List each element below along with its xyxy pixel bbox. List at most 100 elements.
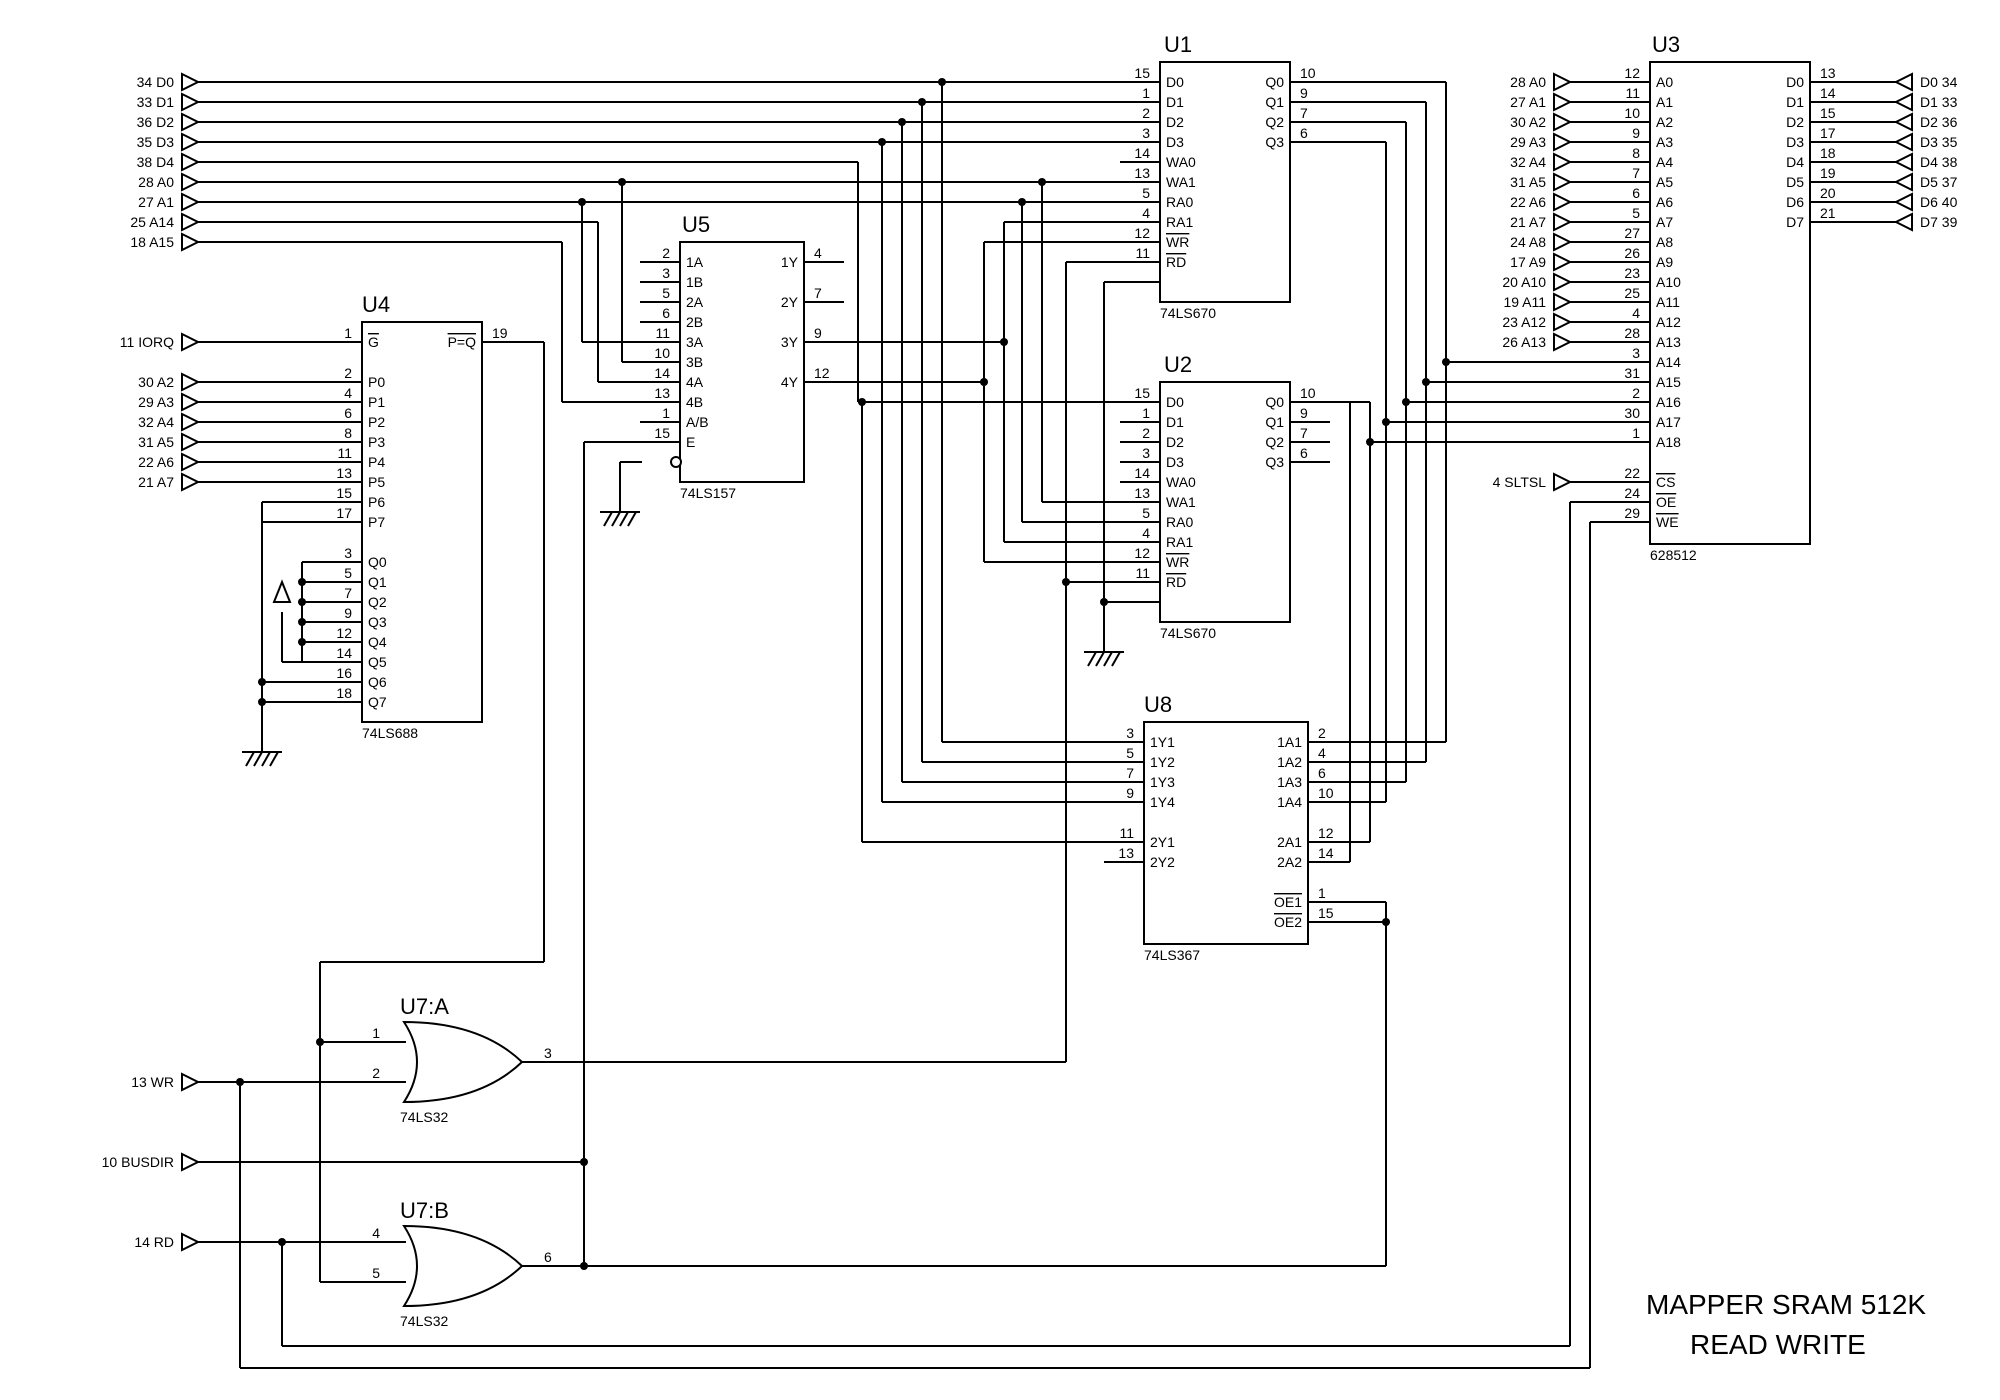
u3-pin-name: D1: [1786, 94, 1804, 110]
u3-pin-num: 10: [1624, 105, 1640, 121]
u4-pin-num: 17: [336, 505, 352, 521]
u3-pin-num: 21: [1820, 205, 1836, 221]
u8-title: U8: [1144, 692, 1172, 717]
u8-pin-name: 1Y1: [1150, 734, 1175, 750]
port-flag: [181, 172, 201, 192]
port-label: 30 A2: [1510, 114, 1546, 130]
u2-pin-num: 12: [1134, 545, 1150, 561]
u8-pin-name: 2A2: [1277, 854, 1302, 870]
u3-pin-num: 1: [1632, 425, 1640, 441]
u2-pin-num: 15: [1134, 385, 1150, 401]
u4-type: 74LS688: [362, 725, 418, 741]
u2-pin-name: WA1: [1166, 494, 1196, 510]
port-label: 35 D3: [137, 134, 175, 150]
grounds: [242, 502, 1124, 767]
u3-pin-name: WE: [1656, 514, 1679, 530]
u2-pin-num: 9: [1300, 405, 1308, 421]
port-label: 32 A4: [138, 414, 174, 430]
port-label: 22 A6: [1510, 194, 1546, 210]
parts: U1 74LS670 U2 74LS670 U5 74LS157 U4 74LS…: [361, 32, 1811, 1329]
u8-pin-name: 1A2: [1277, 754, 1302, 770]
port-flag: [1553, 172, 1573, 192]
u1-pin-name: RA1: [1166, 214, 1193, 230]
u5-pin-name: 1Y: [781, 254, 799, 270]
u1-pin-name: WA1: [1166, 174, 1196, 190]
port-label: 38 D4: [137, 154, 175, 170]
u4-title: U4: [362, 292, 390, 317]
port-label: 10 BUSDIR: [102, 1154, 174, 1170]
port-label: 30 A2: [138, 374, 174, 390]
u4-pin-name: P0: [368, 374, 385, 390]
u1-pin-name: D1: [1166, 94, 1184, 110]
u4-pin-name: P2: [368, 414, 385, 430]
u3-pin-name: A8: [1656, 234, 1673, 250]
port-label: 33 D1: [137, 94, 175, 110]
u3-pin-name: A4: [1656, 154, 1673, 170]
u2-pin-num: 3: [1142, 445, 1150, 461]
u1-pin-name: RA0: [1166, 194, 1193, 210]
u8-pin-num: 2: [1318, 725, 1326, 741]
u2-pin-num: 11: [1135, 565, 1150, 581]
u4-pin-name: P7: [368, 514, 385, 530]
port-flag: [1553, 152, 1573, 172]
port-label: 25 A14: [130, 214, 174, 230]
u4-pin-name: Q0: [368, 554, 387, 570]
u3-pin-num: 25: [1624, 285, 1640, 301]
port-flag: [181, 472, 201, 492]
u8-pin-name: 2Y1: [1150, 834, 1175, 850]
ground-symbol-u5: [600, 502, 640, 527]
u8-pin-num: 7: [1126, 765, 1134, 781]
port-flag: [181, 332, 201, 352]
port-flag: [181, 152, 201, 172]
u1-pin-num: 5: [1142, 185, 1150, 201]
u1-pin-num: 10: [1300, 65, 1316, 81]
u4-pin-name: P1: [368, 394, 385, 410]
port-flag: [1553, 312, 1573, 332]
u8-pin-name: 1Y3: [1150, 774, 1175, 790]
port-label: 4 SLTSL: [1493, 474, 1547, 490]
port-flag: [1893, 192, 1913, 212]
u3-pin-name: A11: [1656, 294, 1680, 310]
u8-pin-name: OE1: [1274, 894, 1302, 910]
u4-pin-num: 1: [344, 325, 352, 341]
u3-pin-num: 28: [1624, 325, 1640, 341]
u8-pin-num: 4: [1318, 745, 1326, 761]
u4-pin-name: P=Q: [448, 334, 477, 350]
u8-pin-name: OE2: [1274, 914, 1302, 930]
port-flag: [1553, 72, 1573, 92]
u3-pin-num: 6: [1632, 185, 1640, 201]
u1-pin-name: WR: [1166, 234, 1189, 250]
port-label: 34 D0: [137, 74, 175, 90]
port-flag: [1553, 112, 1573, 132]
u4-pin-name: Q2: [368, 594, 387, 610]
u5-pin-num: 15: [654, 425, 670, 441]
u3-pin-num: 27: [1624, 225, 1640, 241]
port-label: D2 36: [1920, 114, 1958, 130]
pins: 15D01D12D23D314WA013WA15RA04RA112WR11RD1…: [322, 65, 1850, 1281]
u5-enable-bubble: [670, 456, 682, 468]
port-flag: [181, 392, 201, 412]
u3-pin-name: A7: [1656, 214, 1673, 230]
u3-pin-name: D2: [1786, 114, 1804, 130]
u5-pin-name: 1A: [686, 254, 704, 270]
u5-pin-name: 2Y: [781, 294, 799, 310]
u8-pin-name: 2Y2: [1150, 854, 1175, 870]
junctions: [236, 78, 1450, 1270]
port-label: 27 A1: [1510, 94, 1546, 110]
u4-pin-num: 18: [336, 685, 352, 701]
port-flag: [1553, 192, 1573, 212]
u1-pin-name: D3: [1166, 134, 1184, 150]
port-label: D5 37: [1920, 174, 1958, 190]
u5-pin-name: 3B: [686, 354, 703, 370]
u5-pin-num: 4: [814, 245, 822, 261]
u3-pin-num: 7: [1632, 165, 1640, 181]
u3-pin-name: A14: [1656, 354, 1681, 370]
u3-type: 628512: [1650, 547, 1697, 563]
u5-pin-name: 3Y: [781, 334, 799, 350]
u5-pin-num: 3: [662, 265, 670, 281]
u3-pin-num: 30: [1624, 405, 1640, 421]
port-label: D3 35: [1920, 134, 1958, 150]
u5-pin-num: 6: [662, 305, 670, 321]
